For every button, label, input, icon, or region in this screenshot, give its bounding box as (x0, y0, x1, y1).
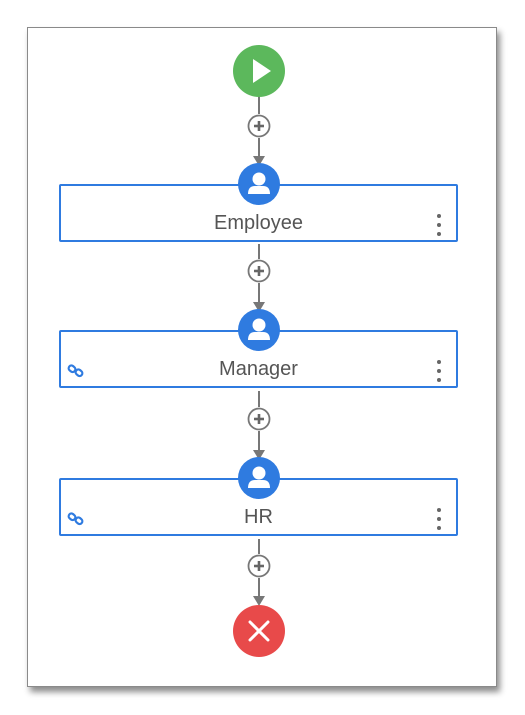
start-node[interactable] (233, 45, 285, 97)
arrow-head (253, 302, 265, 312)
close-icon (248, 620, 270, 642)
add-step-button[interactable] (247, 554, 271, 578)
link-icon[interactable] (67, 512, 85, 526)
step-label: Manager (219, 358, 298, 380)
arrow-head (253, 450, 265, 460)
end-node[interactable] (233, 605, 285, 657)
add-step-button[interactable] (247, 259, 271, 283)
user-icon (238, 163, 280, 205)
step-label: Employee (214, 212, 303, 234)
plus-circle-icon (247, 407, 271, 431)
play-icon (253, 59, 271, 83)
user-icon (238, 309, 280, 351)
more-vertical-icon[interactable] (436, 508, 442, 530)
plus-circle-icon (247, 259, 271, 283)
plus-circle-icon (247, 114, 271, 138)
user-icon (238, 457, 280, 499)
add-step-button[interactable] (247, 407, 271, 431)
arrow-head (253, 156, 265, 166)
more-vertical-icon[interactable] (436, 214, 442, 236)
plus-circle-icon (247, 554, 271, 578)
more-vertical-icon[interactable] (436, 360, 442, 382)
link-icon[interactable] (67, 364, 85, 378)
step-label: HR (244, 506, 273, 528)
arrow-head (253, 596, 265, 606)
add-step-button[interactable] (247, 114, 271, 138)
